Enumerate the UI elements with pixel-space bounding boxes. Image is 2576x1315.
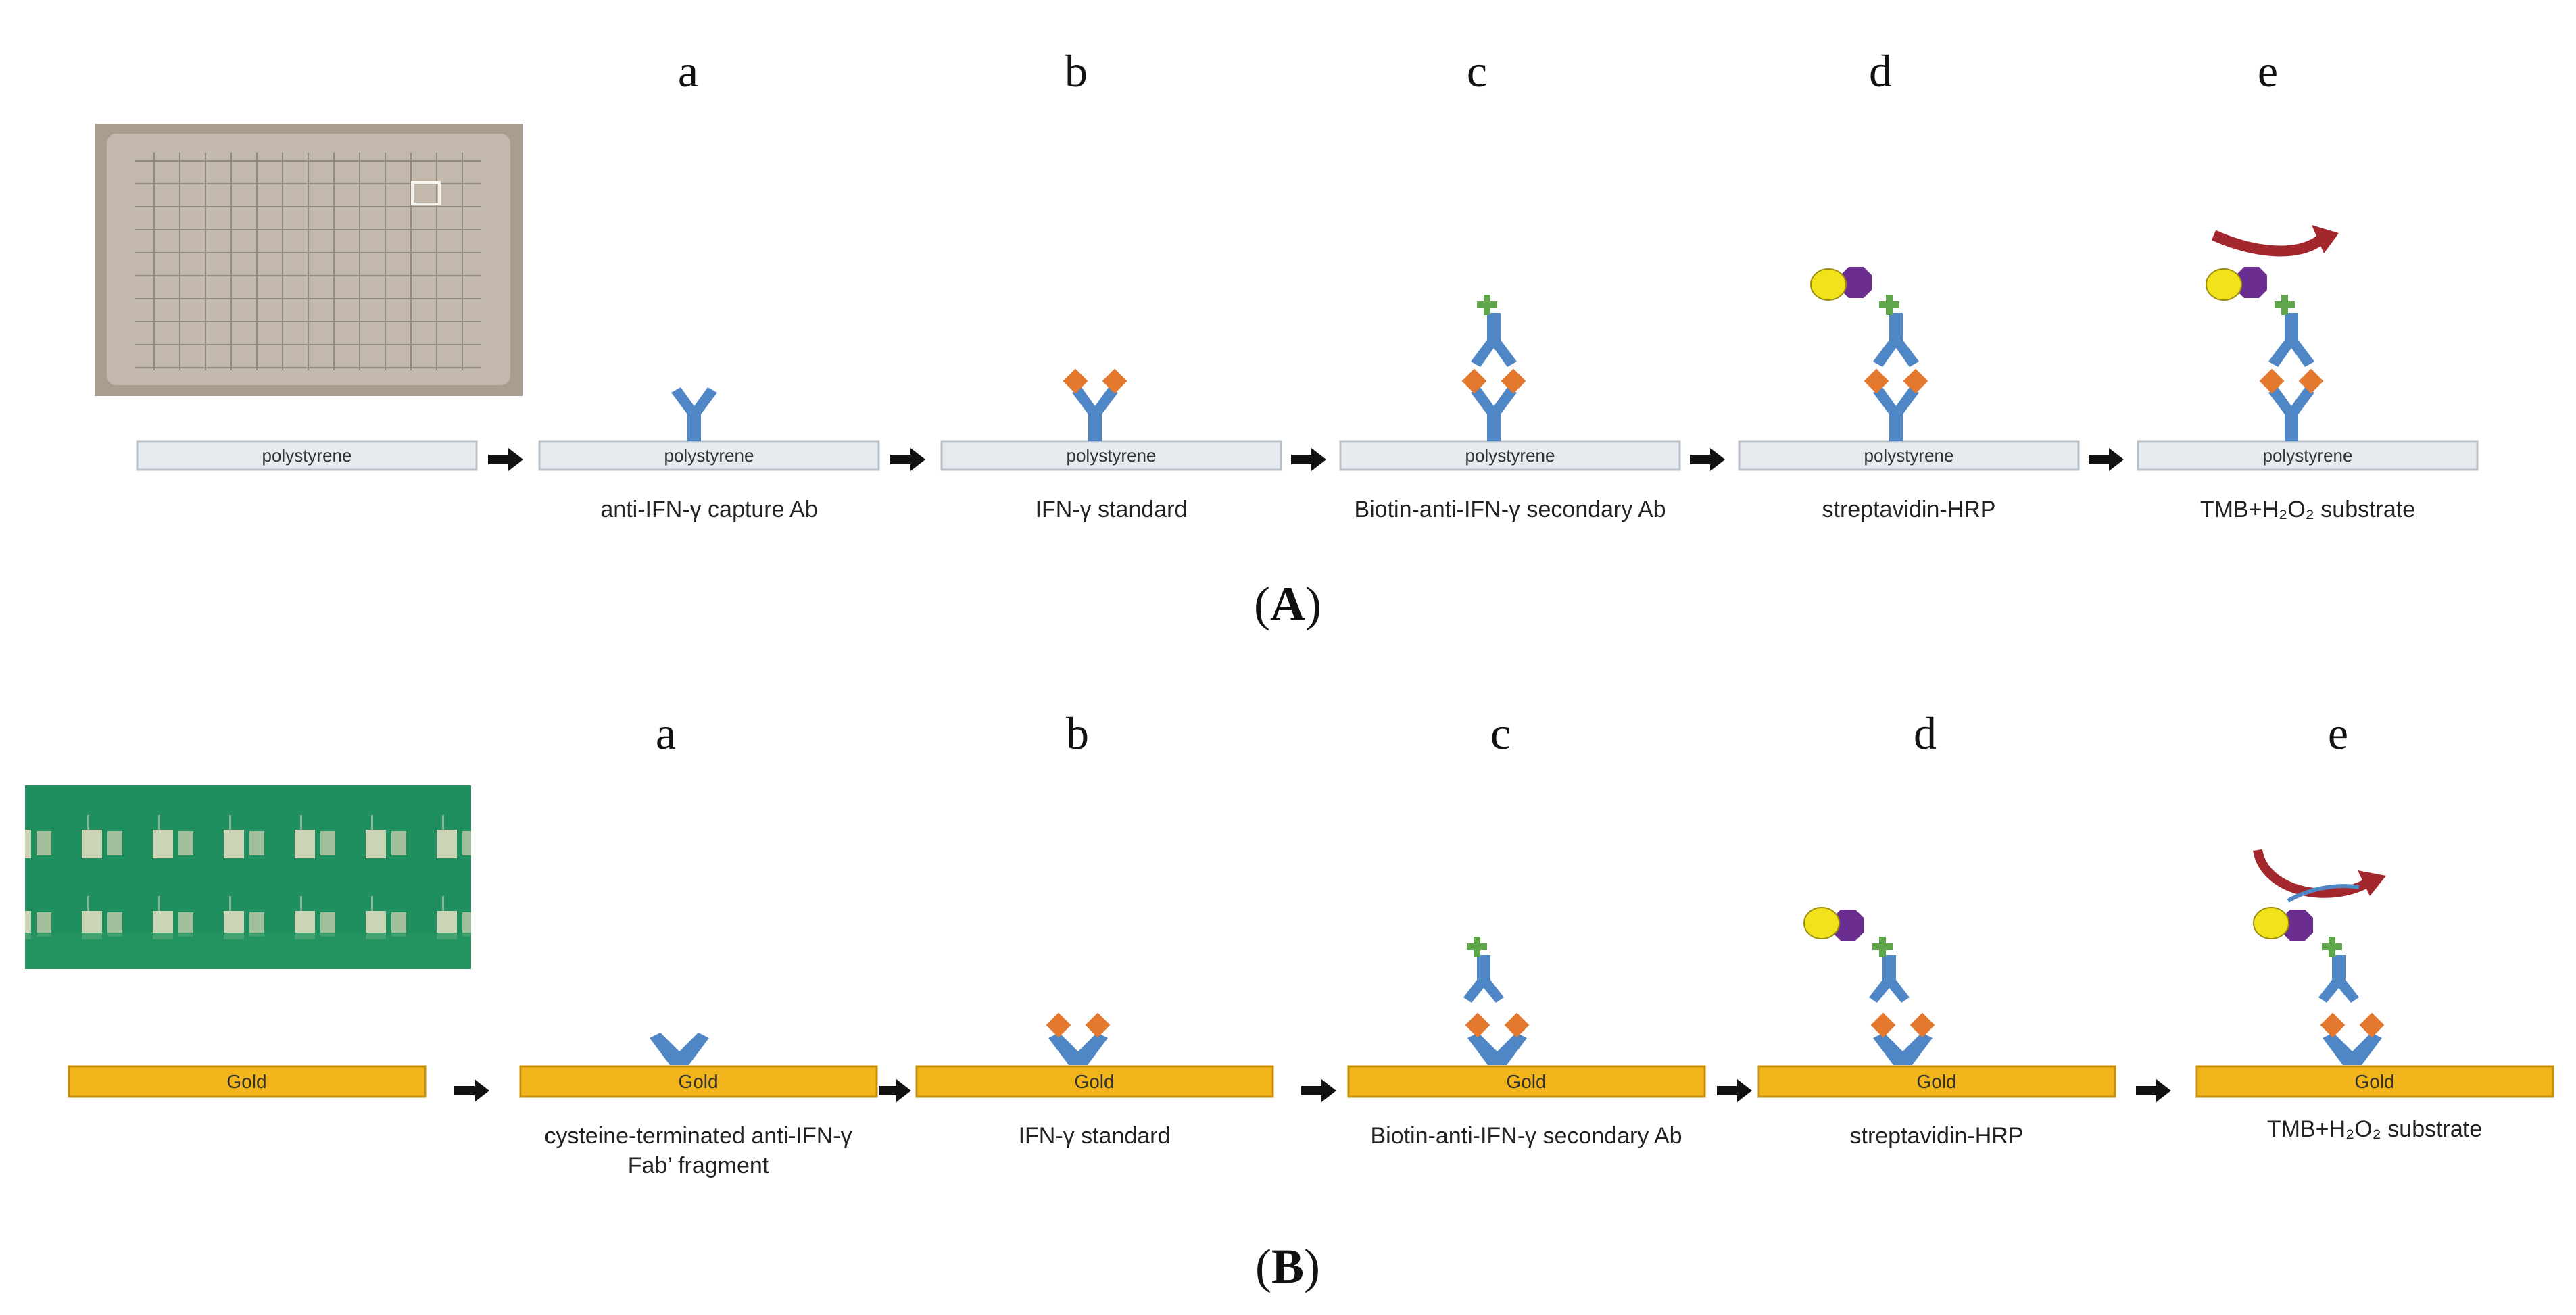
right-arrow-icon [2136, 1079, 2171, 1102]
substrate-label: Gold [678, 1071, 718, 1092]
substrate-label: Gold [226, 1071, 266, 1092]
substrate-label: Gold [1506, 1071, 1546, 1092]
gold-bar: Gold [2195, 1065, 2554, 1098]
antigen-bound-antibody-icon [1063, 368, 1127, 441]
polystyrene-bar: polystyrene [136, 440, 478, 471]
panel-a-captions: anti-IFN-γ capture Ab IFN-γ standard Bio… [600, 497, 2415, 522]
caption-step-a-line2: Fab’ fragment [628, 1153, 769, 1178]
substrate-label: Gold [2354, 1071, 2394, 1092]
step-letter-c: c [1490, 708, 1511, 759]
substrate-label: polystyrene [262, 445, 352, 466]
right-arrow-icon [1301, 1079, 1336, 1102]
caption-step-b: IFN-γ standard [1019, 1123, 1171, 1149]
polystyrene-bar: polystyrene [1339, 440, 1681, 471]
panel-b-step-letters: a b c d e [656, 708, 2348, 759]
step-letter-e: e [2258, 45, 2278, 97]
curved-arrow-icon [2211, 230, 2326, 257]
gold-electrode-chip-photo [25, 785, 471, 969]
caption-step-b: IFN-γ standard [1036, 497, 1188, 522]
panel-a-substrates: polystyrene polystyrene polystyrene poly… [136, 440, 2479, 471]
streptavidin-hrp-icon [1810, 267, 1928, 441]
panel-a-label: (A) [1254, 577, 1321, 631]
caption-step-a: anti-IFN-γ capture Ab [600, 497, 817, 522]
gold-bar: Gold [1757, 1065, 2116, 1098]
right-arrow-icon [2089, 448, 2124, 471]
tmb-substrate-icon [2206, 225, 2339, 441]
fab-fragment-icon [650, 1033, 709, 1065]
polystyrene-plate-photo [95, 124, 523, 396]
caption-step-e: TMB+H₂O₂ substrate [2200, 497, 2415, 522]
right-arrow-icon [1291, 448, 1326, 471]
substrate-label: polystyrene [1864, 445, 1954, 466]
polystyrene-bar: polystyrene [2137, 440, 2479, 471]
polystyrene-bar: polystyrene [940, 440, 1282, 471]
step-letter-b: b [1066, 708, 1089, 759]
caption-step-e: TMB+H₂O₂ substrate [2267, 1116, 2482, 1142]
biotin-sandwich-icon [1461, 295, 1526, 441]
substrate-label: Gold [1916, 1071, 1956, 1092]
panel-b-step-arrows [454, 1079, 2171, 1102]
streptavidin-hrp-icon [1803, 907, 1935, 1065]
step-letter-b: b [1065, 45, 1088, 97]
substrate-label: polystyrene [1465, 445, 1555, 466]
step-letter-a: a [656, 708, 676, 759]
substrate-label: polystyrene [2263, 445, 2353, 466]
substrate-label: Gold [1074, 1071, 1114, 1092]
panel-a-step-arrows [488, 448, 2124, 471]
panel-b-label: (B) [1255, 1239, 1320, 1293]
caption-step-d: streptavidin-HRP [1850, 1123, 2024, 1149]
step-letter-d: d [1869, 45, 1892, 97]
panel-a: a b c d e polystyrene polystyrene polyst… [95, 45, 2479, 631]
right-arrow-icon [879, 1079, 911, 1102]
right-arrow-icon [890, 448, 925, 471]
panel-b: a b c d e Gold Gold Gold Gold [25, 708, 2554, 1293]
right-arrow-icon [488, 448, 523, 471]
panel-a-step-letters: a b c d e [678, 45, 2278, 97]
caption-step-d: streptavidin-HRP [1822, 497, 1996, 522]
panel-b-substrates: Gold Gold Gold Gold Gold Gold [68, 1065, 2554, 1098]
caption-step-a: cysteine-terminated anti-IFN-γ [544, 1123, 852, 1149]
caption-step-c: Biotin-anti-IFN-γ secondary Ab [1370, 1123, 1682, 1149]
step-letter-c: c [1467, 45, 1487, 97]
curved-arrow-icon [2253, 849, 2368, 898]
substrate-label: polystyrene [664, 445, 754, 466]
polystyrene-bar: polystyrene [1738, 440, 2080, 471]
step-letter-e: e [2328, 708, 2348, 759]
tmb-substrate-icon [2253, 849, 2386, 1065]
right-arrow-icon [454, 1079, 489, 1102]
polystyrene-bar: polystyrene [538, 440, 880, 471]
step-letter-a: a [678, 45, 698, 97]
gold-bar: Gold [68, 1065, 427, 1098]
panel-b-captions: cysteine-terminated anti-IFN-γ Fab’ frag… [544, 1116, 2482, 1178]
antigen-bound-fab-icon [1046, 1012, 1111, 1065]
right-arrow-icon [1690, 448, 1725, 471]
step-letter-d: d [1914, 708, 1937, 759]
gold-bar: Gold [1347, 1065, 1706, 1098]
gold-bar: Gold [519, 1065, 878, 1098]
right-arrow-icon [1717, 1079, 1752, 1102]
substrate-label: polystyrene [1067, 445, 1157, 466]
gold-bar: Gold [915, 1065, 1274, 1098]
capture-antibody-icon [671, 387, 717, 441]
caption-step-c: Biotin-anti-IFN-γ secondary Ab [1354, 497, 1666, 522]
biotin-sandwich-icon [1463, 937, 1530, 1065]
